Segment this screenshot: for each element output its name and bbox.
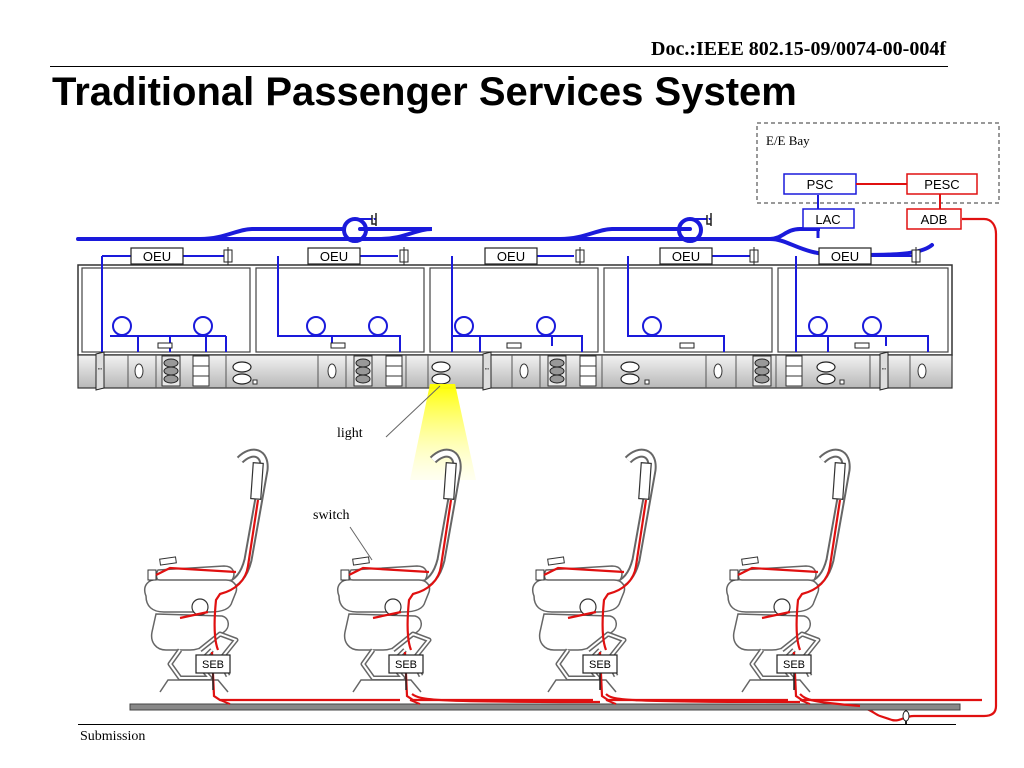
psc-label: PSC <box>807 177 834 192</box>
ee-bay-label: E/E Bay <box>766 133 810 148</box>
oeu-box <box>130 247 184 265</box>
seat <box>727 453 982 700</box>
adb-box <box>906 208 962 230</box>
floor-rail <box>129 703 961 711</box>
pesc-box <box>906 173 978 195</box>
document-id: Doc.:IEEE 802.15-09/0074-00-004f <box>651 38 946 60</box>
pesc-label: PESC <box>924 177 959 192</box>
seb-label: SEB <box>202 659 224 671</box>
psu-strip <box>77 354 953 389</box>
light-beam <box>410 384 476 480</box>
page-title: Traditional Passenger Services System <box>52 70 797 114</box>
footer-divider <box>78 724 956 725</box>
oeu-label: OEU <box>497 249 525 264</box>
oeu-box <box>307 247 361 265</box>
oeu-label: OEU <box>831 249 859 264</box>
oeu-box <box>484 247 538 265</box>
footer-label: Submission <box>80 729 146 744</box>
oeu-box <box>659 247 713 265</box>
seb-boxes: SEB SEB SEB SEB <box>195 654 812 674</box>
lac-label: LAC <box>815 212 840 227</box>
oeu-box <box>818 247 872 265</box>
light-label: light <box>337 426 363 441</box>
passenger-seats <box>145 453 982 700</box>
oeu-units: OEU OEU OEU OEU OEU <box>130 247 872 265</box>
oeu-label: OEU <box>143 249 171 264</box>
seb-label: SEB <box>395 659 417 671</box>
switch-label: switch <box>313 508 350 523</box>
header-divider <box>50 66 948 67</box>
seb-label: SEB <box>783 659 805 671</box>
ee-bay-box <box>756 122 1000 204</box>
seb-label: SEB <box>589 659 611 671</box>
oeu-label: OEU <box>320 249 348 264</box>
adb-label: ADB <box>921 212 948 227</box>
lac-box <box>802 208 855 229</box>
oeu-label: OEU <box>672 249 700 264</box>
